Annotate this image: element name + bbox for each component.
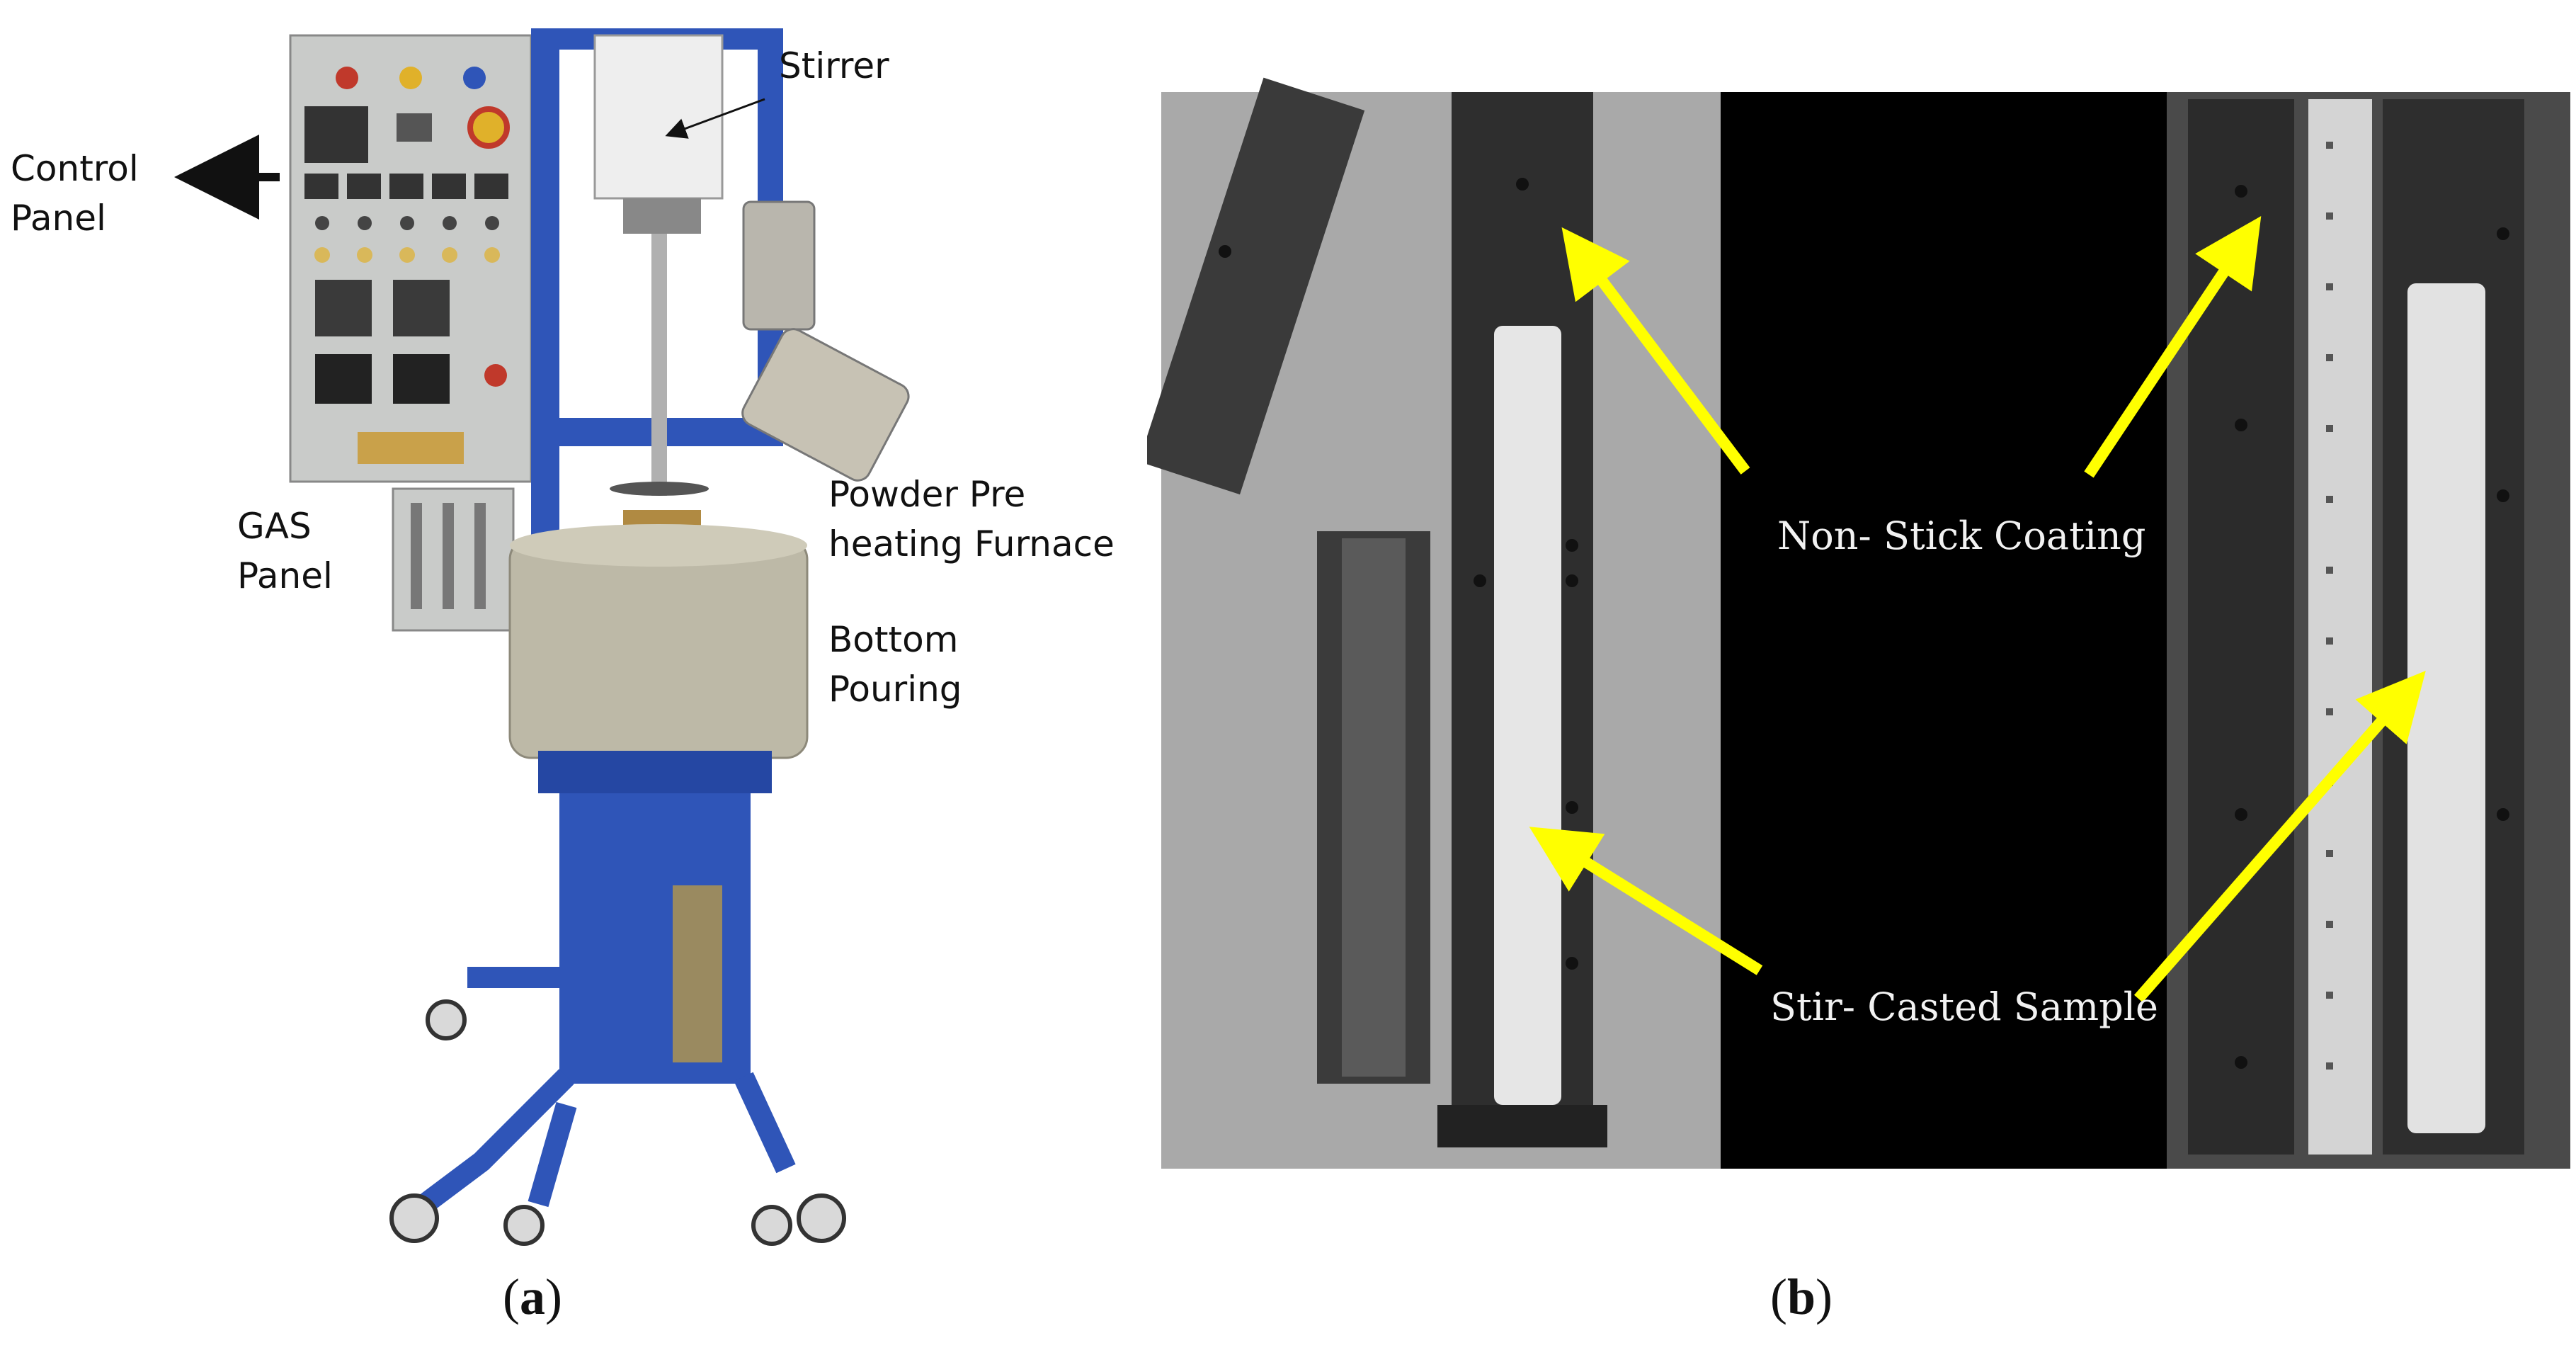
arrow-non-stick-left: [1561, 227, 1750, 475]
label-bottom-line1: Bottom: [828, 619, 958, 660]
mould-right-1: [2188, 99, 2294, 1155]
arrow-stir-casted-left: [1529, 827, 1763, 975]
emergency-switch: [467, 106, 510, 149]
label-gas-panel-line2: Panel: [237, 555, 333, 596]
label-bottom-line2: Pouring: [828, 669, 962, 710]
knob-yellow: [399, 67, 422, 89]
knob-blue: [463, 67, 486, 89]
base-legs: [418, 967, 796, 1213]
label-control-panel-line2: Panel: [11, 198, 106, 239]
mould-holes-right: [2235, 185, 2509, 1069]
caption-a-letter: a: [519, 1269, 545, 1325]
mould-holes-left: [1219, 178, 1578, 970]
mould-sample-photo: Non- Stick Coating Stir- Casted Sample: [1147, 77, 2570, 1169]
mould-half-tilted: [1147, 77, 1365, 495]
label-stirrer: Stirrer: [779, 45, 889, 86]
temp-controller-2: [393, 280, 450, 336]
stirrer-arrow: [665, 98, 765, 139]
caption-b-letter: b: [1786, 1269, 1816, 1325]
castor-wheels: [389, 999, 846, 1246]
label-powder-line1: Powder Pre: [828, 474, 1025, 515]
label-control-panel-line1: Control: [11, 148, 139, 189]
arrow-non-stick-right: [2084, 216, 2262, 478]
button-rows: [314, 216, 500, 263]
temp-controller-3: [315, 354, 372, 404]
temp-controller-1: [315, 280, 372, 336]
caption-b: (b): [1770, 1269, 1833, 1325]
furnace-lid: [510, 524, 807, 567]
display-2: [397, 113, 432, 142]
label-powder-line2: heating Furnace: [828, 523, 1115, 565]
furnace-body: [508, 537, 809, 759]
brand-plate: [358, 432, 464, 464]
knob-red: [336, 67, 358, 89]
stir-casting-machine-illustration: Stirrer Control Panel GAS Panel Powder P…: [11, 28, 1115, 1246]
base-collar: [538, 751, 772, 793]
temp-controller-4: [393, 354, 450, 404]
ruler: [2308, 99, 2372, 1155]
powder-furnace-cylinder-top: [742, 200, 816, 331]
stir-casted-sample-right: [2407, 283, 2485, 1133]
panel-b-figure: Non- Stick Coating Stir- Casted Sample (…: [1147, 0, 2576, 1350]
arrow-stir-casted-right: [2133, 670, 2426, 1003]
stirrer-blade: [610, 482, 709, 496]
red-button: [484, 364, 507, 387]
stirrer-coupling: [623, 198, 701, 234]
label-non-stick-coating: Non- Stick Coating: [1777, 514, 2145, 558]
powder-furnace-cylinder-tilted: [741, 328, 910, 482]
mould-main-base: [1437, 1105, 1607, 1147]
label-stir-casted-sample: Stir- Casted Sample: [1770, 985, 2158, 1029]
gas-flow-meters: [411, 503, 486, 609]
display-main: [304, 106, 368, 163]
caption-a: (a): [503, 1269, 562, 1325]
mould-slot: [673, 885, 722, 1062]
stirrer-motor: [593, 34, 724, 200]
mould-half-left-inner: [1342, 538, 1406, 1077]
stir-casted-sample-left: [1494, 326, 1561, 1105]
panel-a-figure: Stirrer Control Panel GAS Panel Powder P…: [0, 0, 1133, 1350]
yellow-arrows: [1529, 216, 2426, 1003]
meter-row: [304, 174, 508, 199]
label-gas-panel-line1: GAS: [237, 506, 312, 547]
stirrer-shaft: [651, 234, 667, 496]
